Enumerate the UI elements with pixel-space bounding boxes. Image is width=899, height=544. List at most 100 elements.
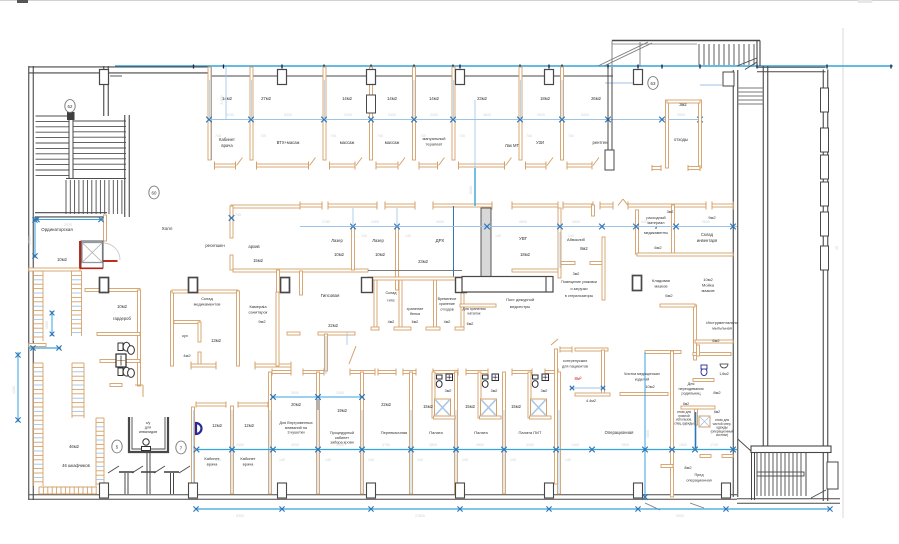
svg-text:14м2: 14м2	[387, 96, 398, 101]
svg-text:4.4м2: 4.4м2	[586, 399, 596, 403]
svg-text:и загрузки: и загрузки	[571, 287, 588, 291]
svg-text:22м2: 22м2	[328, 323, 339, 328]
svg-text:Палата: Палата	[474, 430, 488, 435]
svg-text:медсестры: медсестры	[510, 304, 531, 309]
svg-text:140: 140	[325, 458, 331, 462]
svg-text:13м2: 13м2	[211, 338, 222, 343]
svg-text:Склад: Склад	[386, 291, 398, 295]
svg-text:10м2: 10м2	[334, 252, 345, 257]
svg-text:6м2: 6м2	[665, 293, 673, 298]
svg-text:23м2: 23м2	[477, 96, 488, 101]
svg-text:УЗИ: УЗИ	[536, 140, 544, 145]
svg-text:забора крови: забора крови	[330, 441, 353, 445]
svg-text:Ординаторская: Ординаторская	[41, 227, 73, 232]
svg-text:740: 740	[568, 134, 574, 138]
svg-text:18м2: 18м2	[520, 252, 531, 257]
svg-text:5.000: 5.000	[220, 96, 224, 105]
svg-text:Абвоклиб: Абвоклиб	[567, 237, 586, 242]
svg-text:операционная: операционная	[686, 478, 711, 482]
svg-text:Операционная: Операционная	[605, 430, 634, 435]
svg-text:2400: 2400	[336, 391, 344, 395]
svg-text:12м2: 12м2	[244, 423, 255, 428]
svg-text:Для Внутривенных: Для Внутривенных	[279, 421, 312, 425]
svg-text:14м2: 14м2	[222, 96, 233, 101]
svg-text:6м2: 6м2	[712, 338, 720, 343]
svg-text:белья: белья	[410, 312, 420, 316]
svg-text:материал: материал	[647, 221, 664, 225]
svg-text:Временное: Временное	[438, 297, 457, 301]
svg-text:140: 140	[495, 234, 501, 238]
svg-text:в стерилизаторы: в стерилизаторы	[565, 294, 594, 298]
svg-text:20м2: 20м2	[291, 402, 302, 407]
svg-text:14м2: 14м2	[429, 96, 440, 101]
svg-text:ДРХ: ДРХ	[436, 238, 445, 243]
svg-text:мытьльная: мытьльная	[712, 326, 732, 330]
svg-text:17800: 17800	[415, 514, 425, 518]
svg-text:6м2: 6м2	[412, 320, 419, 324]
svg-text:2800: 2800	[476, 443, 484, 447]
svg-text:мазков: мазков	[655, 284, 668, 289]
svg-text:4100: 4100	[641, 220, 649, 224]
svg-text:2400: 2400	[371, 220, 379, 224]
svg-text:Перевязочная: Перевязочная	[381, 430, 407, 435]
svg-text:4500: 4500	[646, 430, 650, 438]
svg-text:Склад: Склад	[701, 232, 714, 237]
svg-text:сонтрепусжих: сонтрепусжих	[563, 359, 588, 363]
svg-text:костюм): костюм)	[716, 433, 728, 437]
svg-text:инвентаря: инвентаря	[697, 238, 717, 243]
svg-text:5: 5	[116, 444, 119, 449]
svg-text:отсек для: отсек для	[715, 418, 729, 422]
svg-text:массаж: массаж	[340, 140, 355, 145]
svg-text:гипс: гипс	[387, 299, 395, 303]
svg-text:медикаментов: медикаментов	[194, 302, 221, 307]
svg-text:медикаменты: медикаменты	[644, 231, 668, 235]
svg-text:15м2: 15м2	[253, 258, 264, 263]
svg-text:2500: 2500	[677, 113, 685, 117]
svg-text:740: 740	[215, 134, 221, 138]
svg-text:10м2: 10м2	[117, 304, 128, 309]
svg-text:3200: 3200	[226, 113, 234, 117]
svg-text:для пациентов: для пациентов	[562, 364, 588, 368]
svg-text:140: 140	[565, 458, 571, 462]
svg-text:62: 62	[68, 104, 73, 109]
svg-text:22м2: 22м2	[381, 402, 392, 407]
svg-text:родильниц: родильниц	[681, 392, 701, 396]
svg-text:6м2: 6м2	[683, 402, 689, 406]
svg-text:140: 140	[405, 234, 411, 238]
svg-text:Палата: Палата	[429, 430, 443, 435]
svg-text:отходов: отходов	[440, 307, 453, 311]
svg-text:15м2: 15м2	[423, 404, 434, 409]
svg-text:терапевт: терапевт	[426, 142, 443, 147]
svg-text:Пред: Пред	[694, 473, 704, 477]
svg-text:15м2: 15м2	[465, 404, 476, 409]
svg-text:3000: 3000	[291, 391, 299, 395]
svg-text:ВТХ+масаж: ВТХ+масаж	[277, 140, 300, 145]
svg-text:9м2: 9м2	[708, 215, 716, 220]
svg-text:хранение: хранение	[407, 307, 424, 311]
svg-text:Лак МТ: Лак МТ	[505, 143, 520, 148]
svg-text:8м2: 8м2	[713, 390, 721, 395]
svg-text:изделий: изделий	[635, 377, 649, 381]
svg-text:2920: 2920	[537, 113, 545, 117]
svg-text:Палата ПИТ: Палата ПИТ	[519, 430, 542, 435]
svg-text:2070: 2070	[64, 223, 72, 227]
svg-text:Для: Для	[688, 382, 695, 386]
svg-text:3м2: 3м2	[445, 389, 452, 393]
svg-text:2800: 2800	[429, 443, 437, 447]
svg-text:1500: 1500	[45, 321, 49, 329]
svg-text:45: 45	[835, 246, 839, 250]
svg-text:10м2: 10м2	[57, 257, 68, 262]
svg-text:Мойка: Мойка	[702, 283, 715, 288]
svg-text:2400: 2400	[344, 113, 352, 117]
svg-text:27м2: 27м2	[261, 96, 272, 101]
svg-text:Склад: Склад	[201, 296, 213, 301]
svg-text:3000: 3000	[291, 443, 299, 447]
svg-text:мануальный: мануальный	[422, 136, 445, 141]
svg-text:инвалидов: инвалидов	[139, 430, 157, 434]
svg-text:8000: 8000	[469, 186, 473, 194]
svg-text:3м2: 3м2	[679, 102, 687, 107]
svg-text:4500: 4500	[519, 220, 527, 224]
svg-text:Лазер: Лазер	[372, 238, 384, 243]
svg-text:2500: 2500	[28, 236, 32, 244]
svg-text:7800: 7800	[621, 443, 629, 447]
